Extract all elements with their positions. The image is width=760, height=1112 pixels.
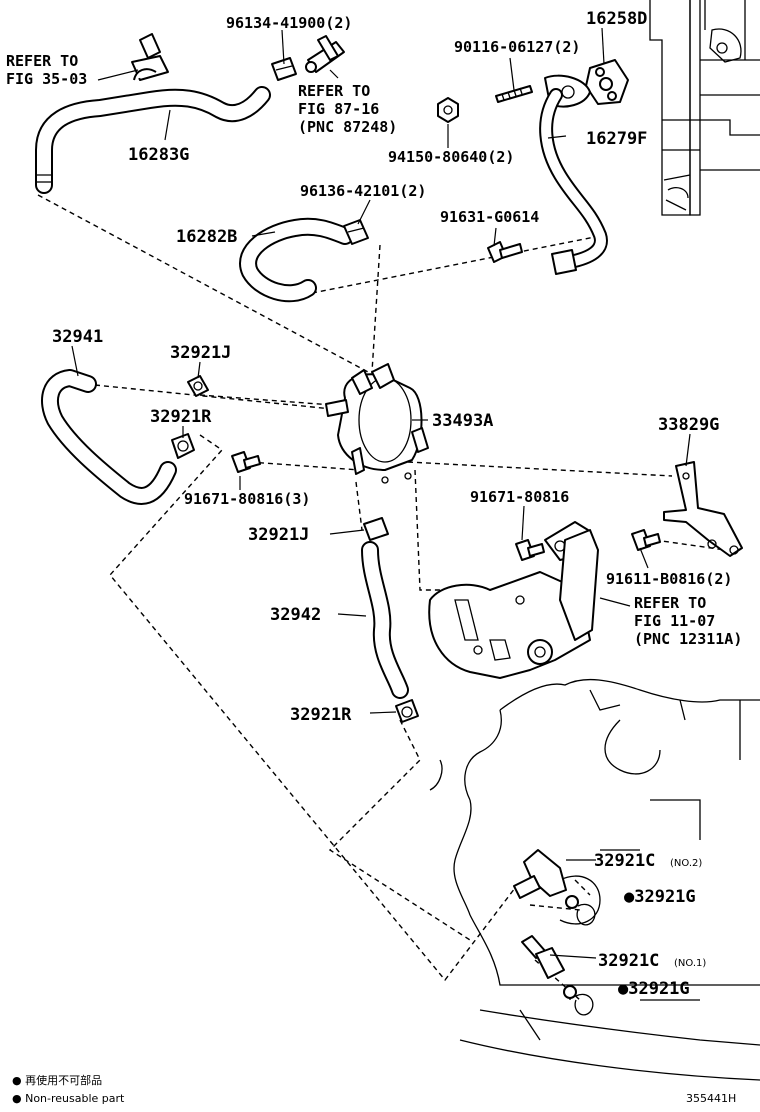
bolt-91671-3	[231, 451, 261, 473]
label-no1: (NO.1)	[674, 958, 706, 969]
gasket-16258D	[585, 59, 629, 105]
label-32921J-top: 32921J	[170, 343, 231, 363]
bracket-33829G	[663, 461, 743, 557]
bolt-91611	[631, 529, 661, 551]
bolt-91631	[487, 241, 523, 263]
hose-32941	[41, 369, 177, 505]
clip-32921R-bottom	[395, 699, 419, 723]
label-33493A: 33493A	[432, 411, 493, 431]
engine-block-bottom	[429, 678, 760, 1081]
legend-line-en: ● Non-reusable part	[12, 1092, 125, 1105]
label-refer-87-line1: REFER TO	[298, 82, 370, 100]
union-32921C-no2	[513, 849, 596, 926]
label-refer-35-line1: REFER TO	[6, 52, 78, 70]
legend: ● 再使用不可部品 ● Non-reusable part	[12, 1073, 125, 1105]
label-16282B: 16282B	[176, 227, 237, 247]
label-94150-80640: 94150-80640(2)	[388, 148, 514, 166]
engine-block-top-right	[649, 0, 760, 216]
connector-87-16	[305, 35, 345, 73]
label-32921R-top: 32921R	[150, 407, 212, 427]
legend-line-jp: ● 再使用不可部品	[12, 1073, 102, 1087]
label-32921G-a: ●32921G	[624, 887, 696, 907]
clip-32921J-top	[187, 375, 209, 397]
label-16283G: 16283G	[128, 145, 189, 165]
nut-94150	[437, 97, 459, 123]
label-91631-G0614: 91631-G0614	[440, 208, 539, 226]
hose-16282B	[239, 217, 354, 303]
label-32921G-b: ●32921G	[618, 979, 690, 999]
label-96136-42101: 96136-42101(2)	[300, 182, 426, 200]
label-32921R-bottom: 32921R	[290, 705, 352, 725]
label-refer-87-line3: (PNC 87248)	[298, 118, 397, 136]
label-refer-11-line2: FIG 11-07	[634, 612, 715, 630]
label-leaders	[71, 27, 691, 959]
label-90116-06127: 90116-06127(2)	[454, 38, 580, 56]
canister-33493A	[325, 363, 429, 484]
hose-32942	[361, 541, 409, 699]
label-33829G: 33829G	[658, 415, 719, 435]
label-32941: 32941	[52, 327, 103, 347]
union-32921C-no1	[521, 935, 594, 1016]
label-32921C-no1: 32921C	[598, 951, 659, 971]
label-16258D: 16258D	[586, 9, 647, 29]
label-96134-41900: 96134-41900(2)	[226, 14, 352, 32]
label-32921J-mid: 32921J	[248, 525, 309, 545]
label-91671-80816-3: 91671-80816(3)	[184, 490, 310, 508]
label-refer-35-line2: FIG 35-03	[6, 70, 87, 88]
label-refer-87-line2: FIG 87-16	[298, 100, 379, 118]
hose-16283G	[35, 86, 271, 194]
clip-35-03	[131, 33, 169, 81]
label-91611-B0816: 91611-B0816(2)	[606, 570, 732, 588]
clip-96136-42101	[343, 219, 369, 245]
pipe-16279F	[539, 74, 608, 275]
label-32942: 32942	[270, 605, 321, 625]
label-no2: (NO.2)	[670, 858, 702, 869]
label-91671-80816: 91671-80816	[470, 488, 569, 506]
bolt-91671	[515, 539, 545, 561]
label-32921C-no2: 32921C	[594, 851, 655, 871]
label-refer-11-line3: (PNC 12311A)	[634, 630, 742, 648]
mount-bracket-11-07	[428, 521, 599, 679]
clip-32921J-mid	[363, 517, 389, 541]
callout-labels: REFER TO FIG 35-03 96134-41900(2) REFER …	[6, 9, 742, 999]
label-16279F: 16279F	[586, 129, 647, 149]
label-refer-11-line1: REFER TO	[634, 594, 706, 612]
stud-90116	[495, 85, 533, 103]
figure-id: 355441H	[686, 1092, 736, 1105]
